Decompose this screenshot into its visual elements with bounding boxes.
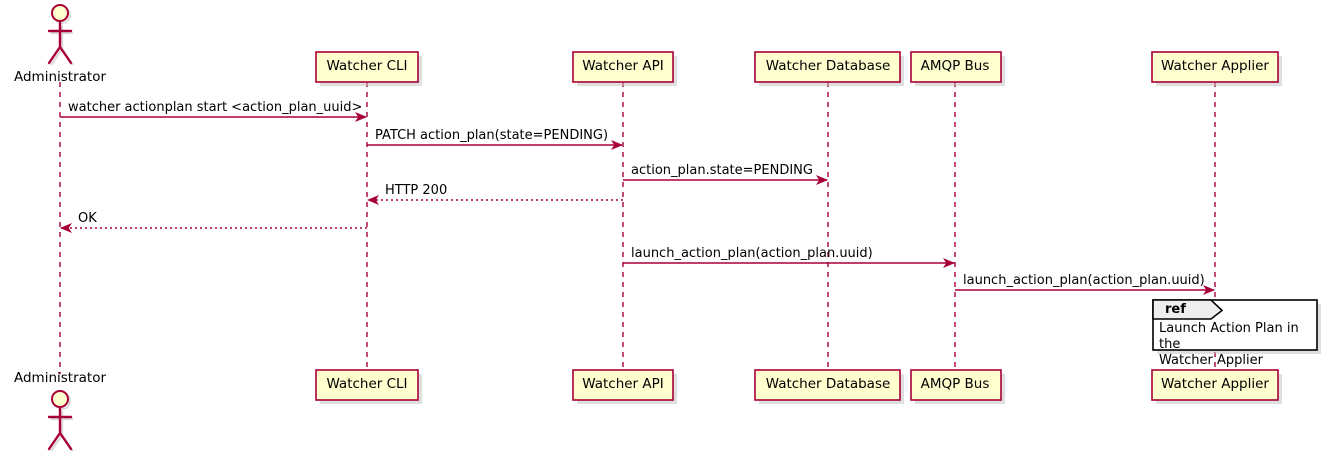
participant-box-applier-bottom[interactable]: [1151, 369, 1282, 404]
participant-box-api-bottom[interactable]: [572, 369, 677, 404]
participant-label-api-bottom: Watcher API: [582, 376, 664, 392]
participant-label-amqp-bottom: AMQP Bus: [920, 376, 990, 392]
box-rect[interactable]: [910, 51, 1002, 83]
box-rect[interactable]: [910, 369, 1002, 401]
ref-tab: [1152, 299, 1224, 320]
message-label-2: action_plan.state=PENDING: [631, 163, 813, 178]
box-rect[interactable]: [572, 369, 674, 401]
participant-label-cli-top: Watcher CLI: [326, 58, 408, 74]
message-label-5: launch_action_plan(action_plan.uuid): [631, 246, 873, 261]
actor-body-shadow: [50, 25, 74, 66]
actor-body-shadow: [50, 411, 74, 452]
actor-body: [47, 407, 73, 451]
message-label-3: HTTP 200: [385, 183, 448, 198]
participant-box-amqp-top[interactable]: [910, 51, 1005, 86]
box-rect[interactable]: [572, 51, 674, 83]
participant-label-api-top: Watcher API: [582, 58, 664, 74]
participant-label-db-top: Watcher Database: [765, 58, 891, 74]
message-label-4: OK: [78, 211, 97, 226]
participant-box-amqp-bottom[interactable]: [910, 369, 1005, 404]
participant-box-cli-bottom[interactable]: [315, 369, 422, 404]
participant-label-amqp-top: AMQP Bus: [920, 58, 990, 74]
actor-head: [51, 390, 69, 408]
participant-label-cli-bottom: Watcher CLI: [326, 376, 408, 392]
box-rect[interactable]: [754, 51, 901, 83]
actor-label-administrator-bottom: Administrator: [13, 370, 107, 386]
actor-head: [51, 4, 69, 22]
participant-label-applier-bottom: Watcher Applier: [1161, 376, 1269, 392]
actors-group: [47, 4, 74, 452]
participant-box-db-top[interactable]: [754, 51, 904, 86]
actor-administrator-bottom: [47, 390, 74, 452]
ref-title-label: ref: [1165, 302, 1186, 317]
ref-fragment-group: [1152, 299, 1321, 354]
participant-box-applier-top[interactable]: [1151, 51, 1282, 86]
actor-body: [47, 21, 73, 65]
message-label-1: PATCH action_plan(state=PENDING): [375, 128, 609, 143]
messages-group: [60, 112, 1215, 295]
box-rect[interactable]: [315, 51, 419, 83]
box-rect[interactable]: [1151, 51, 1279, 83]
box-rect[interactable]: [315, 369, 419, 401]
lifelines-group: [59, 82, 1216, 374]
message-label-6: launch_action_plan(action_plan.uuid): [963, 273, 1205, 288]
actor-administrator-top: [47, 4, 74, 66]
actor-label-administrator-top: Administrator: [13, 69, 107, 85]
participant-box-db-bottom[interactable]: [754, 369, 904, 404]
participant-box-api-top[interactable]: [572, 51, 677, 86]
participant-boxes-group: [315, 51, 1282, 404]
box-rect[interactable]: [754, 369, 901, 401]
box-rect[interactable]: [1151, 369, 1279, 401]
participant-box-cli-top[interactable]: [315, 51, 422, 86]
ref-body-text: Launch Action Plan in the Watcher Applie…: [1159, 321, 1299, 368]
message-label-0: watcher actionplan start <action_plan_uu…: [68, 100, 363, 115]
participant-label-db-bottom: Watcher Database: [765, 376, 891, 392]
participant-label-applier-top: Watcher Applier: [1161, 58, 1269, 74]
